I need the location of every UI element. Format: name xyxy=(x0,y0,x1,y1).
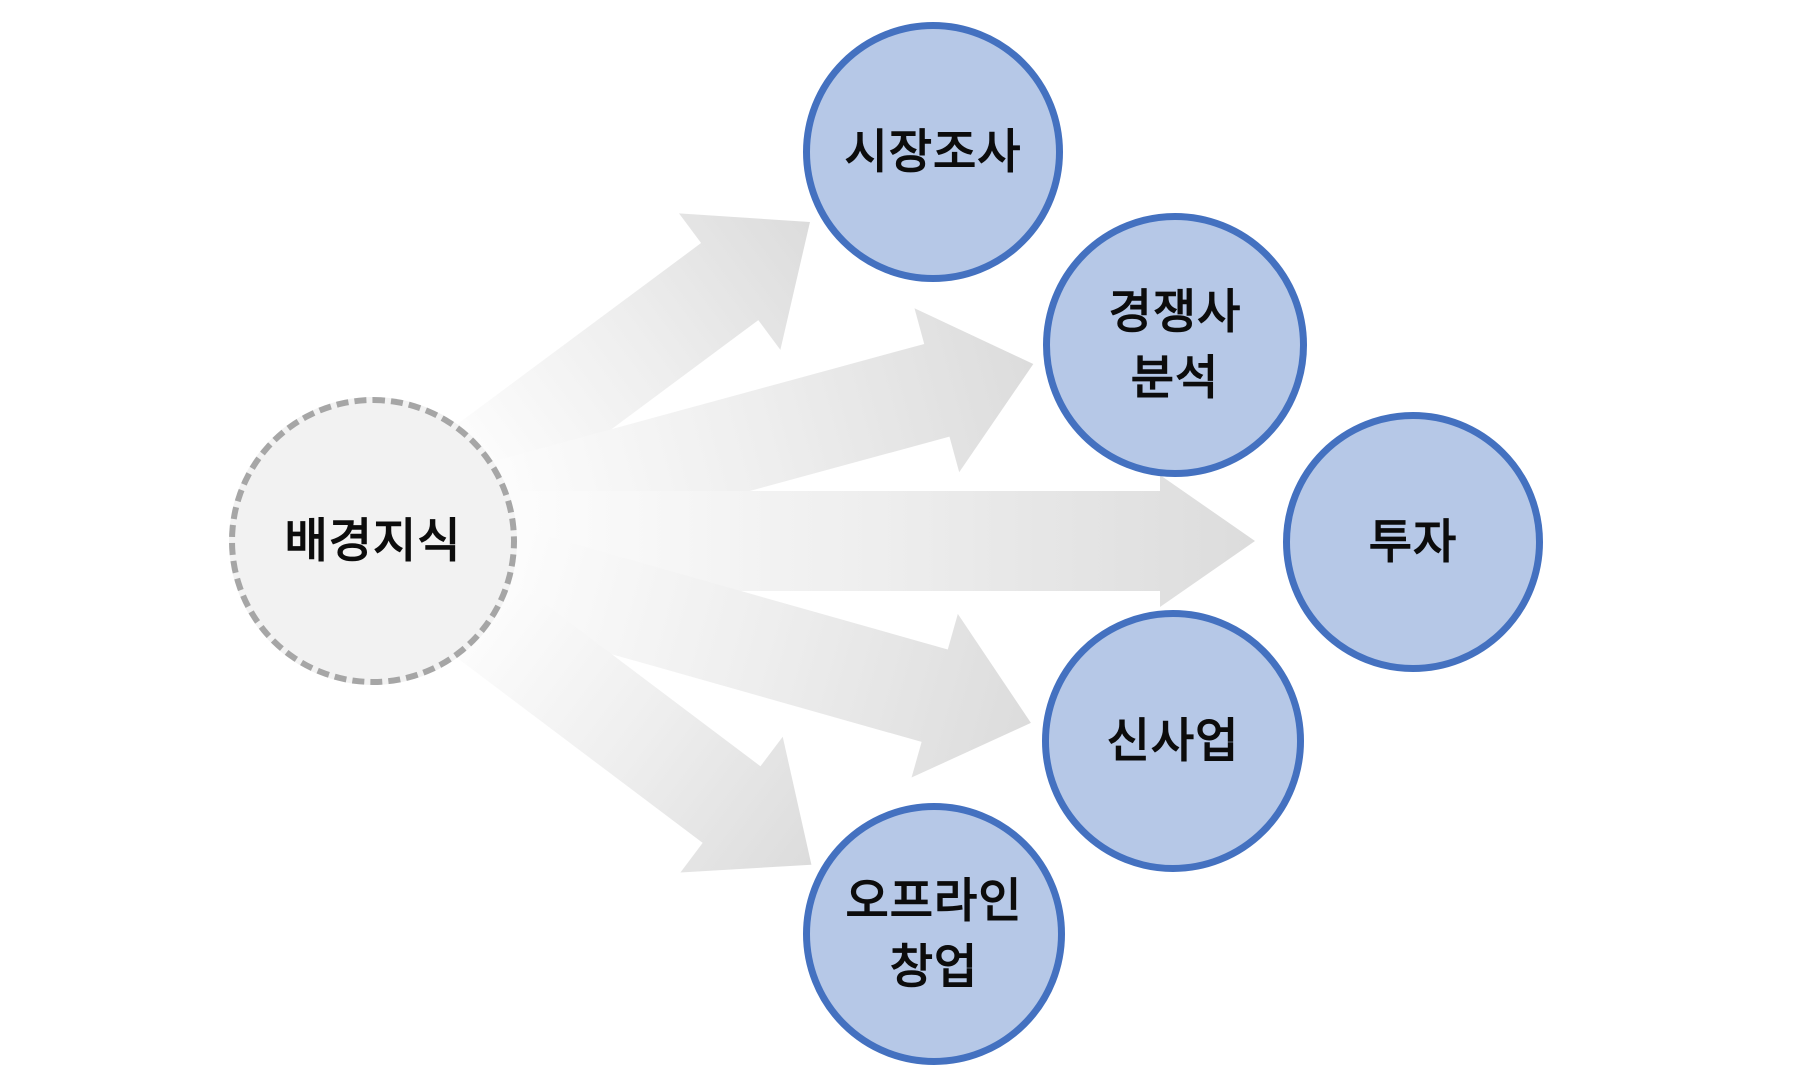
arrow-to-market-research xyxy=(447,213,810,509)
node-background-knowledge: 배경지식 xyxy=(229,397,517,685)
node-investment: 투자 xyxy=(1283,412,1543,672)
node-new-business: 신사업 xyxy=(1042,610,1304,872)
node-competitor-analysis: 경쟁사 분석 xyxy=(1043,213,1307,477)
node-new-business-label: 신사업 xyxy=(1106,714,1240,767)
node-market-research-label: 시장조사 xyxy=(844,125,1022,178)
arrow-to-investment xyxy=(498,475,1255,607)
node-offline-startup-label: 오프라인 창업 xyxy=(845,874,1023,993)
node-background-knowledge-label: 배경지식 xyxy=(284,514,462,567)
node-investment-label: 투자 xyxy=(1368,515,1458,568)
node-competitor-analysis-label: 경쟁사 분석 xyxy=(1108,285,1242,404)
node-market-research: 시장조사 xyxy=(803,22,1063,282)
arrow-to-new-business xyxy=(480,524,1031,778)
node-offline-startup: 오프라인 창업 xyxy=(803,803,1065,1065)
arrow-to-offline-startup xyxy=(447,573,812,873)
